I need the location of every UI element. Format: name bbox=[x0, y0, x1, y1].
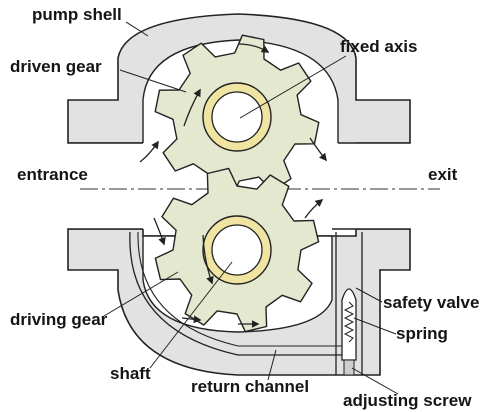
flow-arrow bbox=[181, 315, 202, 324]
leader-fixed-axis bbox=[239, 55, 347, 119]
shaft-bore bbox=[211, 224, 263, 276]
label-fixed-axis: fixed axis bbox=[340, 37, 418, 56]
label-exit: exit bbox=[428, 165, 458, 184]
leader-safety-valve bbox=[355, 287, 383, 303]
label-driving-gear: driving gear bbox=[10, 310, 108, 329]
leader-shaft bbox=[149, 261, 233, 369]
flow-arrow bbox=[202, 234, 214, 285]
label-adjusting-screw: adjusting screw bbox=[343, 391, 472, 410]
flow-arrow bbox=[237, 43, 270, 53]
adjusting-screw bbox=[343, 359, 355, 376]
return-channel bbox=[129, 231, 350, 356]
leader-pump-shell bbox=[125, 21, 149, 37]
label-driven-gear: driven gear bbox=[10, 57, 102, 76]
label-entrance: entrance bbox=[17, 165, 88, 184]
label-pump-shell: pump shell bbox=[32, 5, 122, 24]
label-spring: spring bbox=[396, 324, 448, 343]
flow-arrow bbox=[153, 217, 166, 246]
label-return-channel: return channel bbox=[191, 377, 310, 396]
leader-adjusting-screw bbox=[351, 367, 399, 395]
leader-spring bbox=[353, 317, 397, 335]
flow-arrow bbox=[304, 199, 324, 219]
flow-arrow bbox=[309, 137, 327, 162]
flow-arrow bbox=[183, 88, 201, 127]
leader-driving-gear bbox=[103, 271, 179, 317]
spring bbox=[343, 301, 355, 343]
label-safety-valve: safety valve bbox=[383, 293, 480, 312]
return-channel-inner bbox=[137, 231, 345, 347]
label-shaft: shaft bbox=[110, 364, 151, 383]
flow-arrow bbox=[139, 140, 159, 163]
leader-return-channel bbox=[267, 349, 277, 381]
fixed-axis-bore bbox=[211, 91, 263, 143]
leader-driven-gear bbox=[119, 69, 187, 93]
